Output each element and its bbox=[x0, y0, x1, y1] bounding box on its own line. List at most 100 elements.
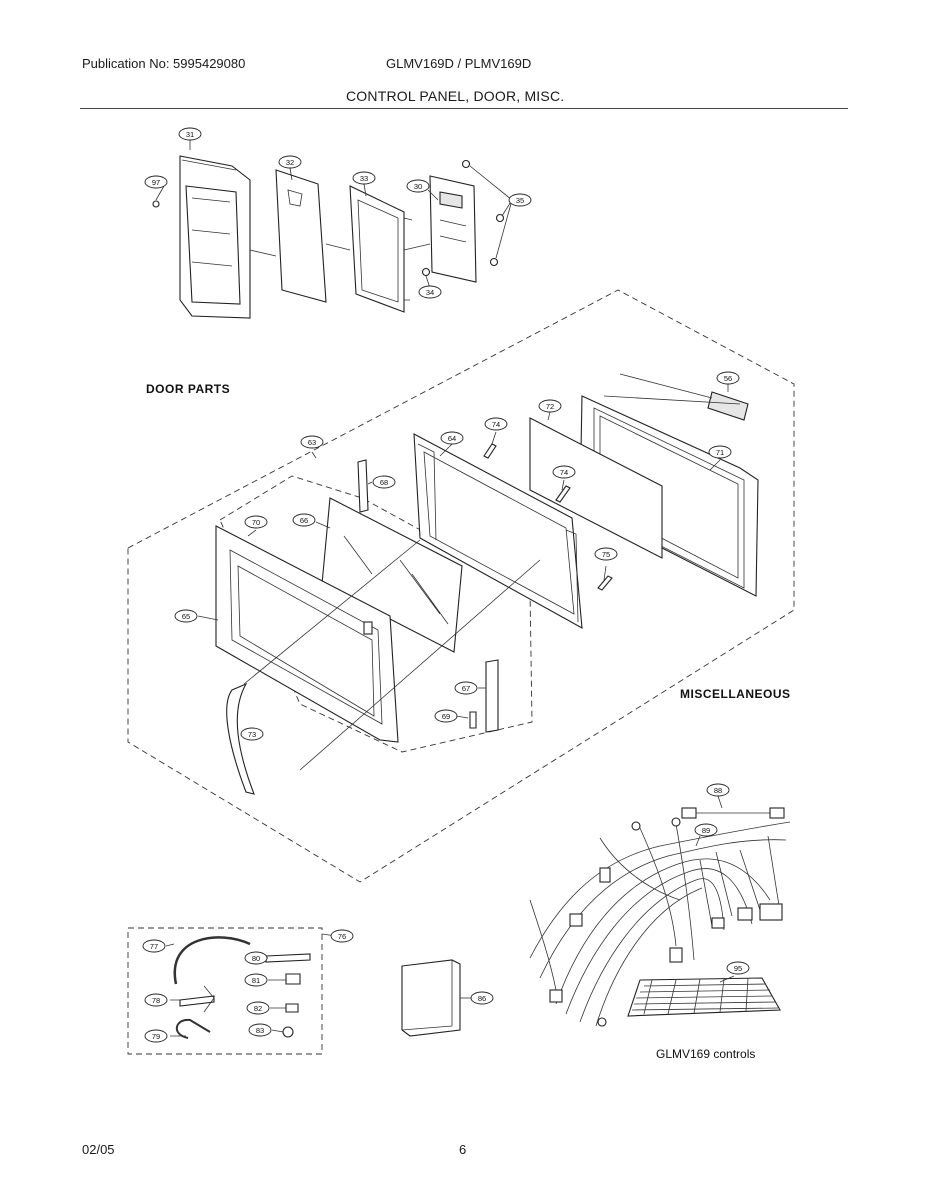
svg-text:76: 76 bbox=[338, 932, 346, 941]
callout-66: 66 bbox=[292, 513, 316, 527]
svg-text:69: 69 bbox=[442, 712, 450, 721]
svg-text:67: 67 bbox=[462, 684, 470, 693]
door-window-screen bbox=[529, 417, 663, 559]
callout-70: 70 bbox=[244, 515, 268, 529]
callout-88: 88 bbox=[706, 783, 730, 797]
door-glass bbox=[321, 497, 463, 653]
callout-76: 76 bbox=[330, 929, 354, 943]
miscellaneous-heading: MISCELLANEOUS bbox=[680, 687, 791, 701]
callout-79: 79 bbox=[144, 1029, 168, 1043]
svg-text:63: 63 bbox=[308, 438, 316, 447]
svg-text:82: 82 bbox=[254, 1004, 262, 1013]
svg-text:71: 71 bbox=[716, 448, 724, 457]
callout-64: 64 bbox=[440, 431, 464, 445]
svg-text:31: 31 bbox=[186, 130, 194, 139]
callout-74b: 74 bbox=[552, 465, 576, 479]
callout-75: 75 bbox=[594, 547, 618, 561]
callout-33: 33 bbox=[352, 171, 376, 185]
svg-text:97: 97 bbox=[152, 178, 160, 187]
footer-date: 02/05 bbox=[82, 1142, 115, 1157]
svg-text:74: 74 bbox=[560, 468, 568, 477]
callout-56: 56 bbox=[716, 371, 740, 385]
manual-86 bbox=[401, 959, 472, 1037]
svg-text:78: 78 bbox=[152, 996, 160, 1005]
callout-65: 65 bbox=[174, 609, 198, 623]
svg-text:68: 68 bbox=[380, 478, 388, 487]
callout-89: 89 bbox=[694, 823, 718, 837]
control-panel-frame bbox=[179, 155, 251, 319]
control-circuit-board bbox=[429, 175, 477, 283]
installation-kit-outline bbox=[127, 927, 323, 1055]
callout-67: 67 bbox=[454, 681, 478, 695]
door-leader-lines bbox=[197, 373, 741, 771]
publication-number: Publication No: 5995429080 bbox=[82, 56, 246, 71]
harness-88 bbox=[681, 807, 785, 819]
callout-81: 81 bbox=[244, 973, 268, 987]
callout-69: 69 bbox=[434, 709, 458, 723]
callout-86: 86 bbox=[470, 991, 494, 1005]
svg-text:86: 86 bbox=[478, 994, 486, 1003]
callout-82: 82 bbox=[246, 1001, 270, 1015]
svg-text:95: 95 bbox=[734, 964, 742, 973]
callout-72: 72 bbox=[538, 399, 562, 413]
svg-text:34: 34 bbox=[426, 288, 434, 297]
door-frame bbox=[413, 433, 583, 629]
callout-71: 71 bbox=[708, 445, 732, 459]
callout-30: 30 bbox=[406, 179, 430, 193]
door-group-outline bbox=[127, 289, 795, 883]
panel-screws bbox=[152, 159, 505, 277]
svg-text:73: 73 bbox=[248, 730, 256, 739]
door-choke-cap bbox=[707, 391, 749, 421]
svg-text:72: 72 bbox=[546, 402, 554, 411]
svg-text:64: 64 bbox=[448, 434, 456, 443]
svg-text:66: 66 bbox=[300, 516, 308, 525]
svg-text:32: 32 bbox=[286, 158, 294, 167]
callout-77: 77 bbox=[142, 939, 166, 953]
oven-rack-95 bbox=[627, 977, 781, 1017]
callout-35: 35 bbox=[508, 193, 532, 207]
svg-text:83: 83 bbox=[256, 1026, 264, 1035]
control-panel-leader-lines bbox=[155, 138, 513, 289]
door-latch-hooks bbox=[357, 459, 499, 733]
callout-74a: 74 bbox=[484, 417, 508, 431]
svg-text:35: 35 bbox=[516, 196, 524, 205]
door-subgroup-outline bbox=[219, 475, 533, 753]
page-title: CONTROL PANEL, DOOR, MISC. bbox=[346, 88, 565, 104]
callout-95: 95 bbox=[726, 961, 750, 975]
callout-73: 73 bbox=[240, 727, 264, 741]
header-rule bbox=[80, 108, 848, 109]
svg-text:81: 81 bbox=[252, 976, 260, 985]
svg-text:77: 77 bbox=[150, 942, 158, 951]
misc-leader-lines bbox=[695, 795, 735, 983]
callout-63: 63 bbox=[300, 435, 324, 449]
svg-text:88: 88 bbox=[714, 786, 722, 795]
door-outer-panel bbox=[215, 525, 399, 743]
callout-32: 32 bbox=[278, 155, 302, 169]
svg-text:56: 56 bbox=[724, 374, 732, 383]
svg-text:79: 79 bbox=[152, 1032, 160, 1041]
svg-text:89: 89 bbox=[702, 826, 710, 835]
callout-34: 34 bbox=[418, 285, 442, 299]
svg-text:70: 70 bbox=[252, 518, 260, 527]
callout-80: 80 bbox=[244, 951, 268, 965]
svg-text:30: 30 bbox=[414, 182, 422, 191]
footer-page-number: 6 bbox=[459, 1142, 467, 1157]
installation-kit-parts bbox=[165, 933, 337, 1039]
door-handle bbox=[226, 682, 255, 795]
door-screws bbox=[483, 443, 613, 591]
svg-text:65: 65 bbox=[182, 612, 190, 621]
svg-text:74: 74 bbox=[492, 420, 500, 429]
svg-text:75: 75 bbox=[602, 550, 610, 559]
callout-31: 31 bbox=[178, 127, 202, 141]
control-panel-bracket bbox=[349, 185, 413, 313]
door-parts-heading: DOOR PARTS bbox=[146, 382, 230, 396]
callout-83: 83 bbox=[248, 1023, 272, 1037]
model-numbers: GLMV169D / PLMV169D bbox=[386, 56, 532, 71]
callout-78: 78 bbox=[144, 993, 168, 1007]
control-panel-membrane bbox=[275, 169, 327, 303]
callout-68: 68 bbox=[372, 475, 396, 489]
svg-text:80: 80 bbox=[252, 954, 260, 963]
controls-caption: GLMV169 controls bbox=[656, 1047, 755, 1061]
svg-text:33: 33 bbox=[360, 174, 368, 183]
